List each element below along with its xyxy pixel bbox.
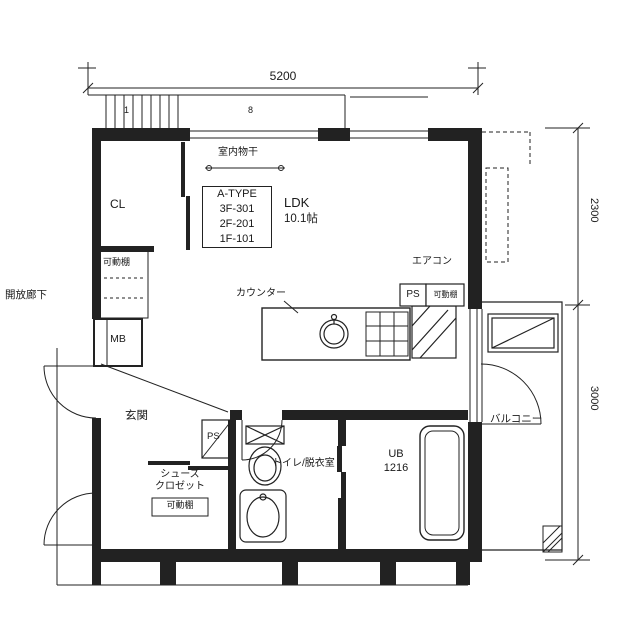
shelf-left-label: 可動棚 (103, 257, 131, 267)
washer-pan-icon (487, 313, 559, 353)
dimension-lines (78, 62, 590, 566)
stair-number-last: 8 (248, 105, 254, 115)
shelf-box-right (425, 283, 465, 307)
window-lines (190, 130, 483, 422)
open-corridor-label: 開放廊下 (5, 289, 47, 301)
toilet-door-arc (241, 419, 283, 461)
dashed-eaves (482, 131, 531, 263)
ldk-size-label: 10.1帖 (284, 213, 318, 225)
ldk-label: LDK (284, 195, 310, 210)
toilet-icon (245, 425, 285, 486)
counter-label: カウンター (236, 288, 286, 299)
sink-icon (319, 313, 349, 349)
dimension-top: 5200 (269, 69, 297, 83)
unit-type-line: 2F-201 (219, 218, 255, 230)
entrance-step-line (100, 363, 229, 413)
entrance-label: 玄関 (125, 410, 148, 422)
dimension-right-upper: 2300 (588, 198, 600, 223)
fridge-space-icon (411, 305, 457, 359)
stove-icon (365, 311, 409, 357)
balcony-partition-hatch (542, 525, 563, 553)
balcony-outline (482, 301, 563, 551)
balcony-door-arc (480, 363, 542, 425)
bathtub-icon (419, 425, 465, 541)
shoe-closet-label-line1: シューズ (160, 469, 200, 480)
mb-box (93, 318, 143, 367)
shoe-closet-sliding-door (148, 461, 230, 470)
corridor-door-arc (43, 492, 97, 546)
shoe-shelf-box (151, 497, 209, 517)
ps-upper-label: PS (406, 289, 420, 300)
indoor-drying-label: 室内物干 (218, 147, 258, 158)
aircon-label: エアコン (412, 256, 452, 267)
unit-type-line: A-TYPE (217, 188, 257, 200)
ub-folding-door (337, 446, 346, 498)
toilet-dressing-label: トイレ/脱衣室 (272, 458, 335, 469)
drying-bar-icon (205, 165, 285, 171)
balcony-label: バルコニー (490, 413, 543, 425)
dimension-right-lower: 3000 (588, 386, 600, 411)
lower-wall-stubs (92, 562, 470, 585)
mb-label: MB (110, 333, 126, 345)
cl-sliding-door (181, 142, 190, 250)
shoe-shelf-label: 可動棚 (166, 500, 194, 510)
counter-leader-line (283, 300, 299, 314)
front-door-arc (43, 365, 97, 419)
ub-size-label: 1216 (383, 462, 409, 474)
unit-type-line: 3F-301 (219, 203, 255, 215)
shelf-right-label: 可動棚 (433, 290, 458, 299)
shoe-closet-label-line2: クロゼット (155, 481, 205, 492)
unit-type-box: A-TYPE 3F-301 2F-201 1F-101 (202, 186, 272, 248)
unit-type-line: 1F-101 (219, 233, 255, 245)
ub-label: UB (388, 448, 404, 460)
vanity-icon (239, 489, 287, 543)
walls (92, 128, 482, 562)
stair-number-first: 1 (124, 105, 130, 115)
stairs (88, 94, 428, 128)
closet-label: CL (110, 197, 126, 211)
ps-lower-label: PS (207, 431, 220, 442)
ps-box-lower (201, 419, 233, 459)
